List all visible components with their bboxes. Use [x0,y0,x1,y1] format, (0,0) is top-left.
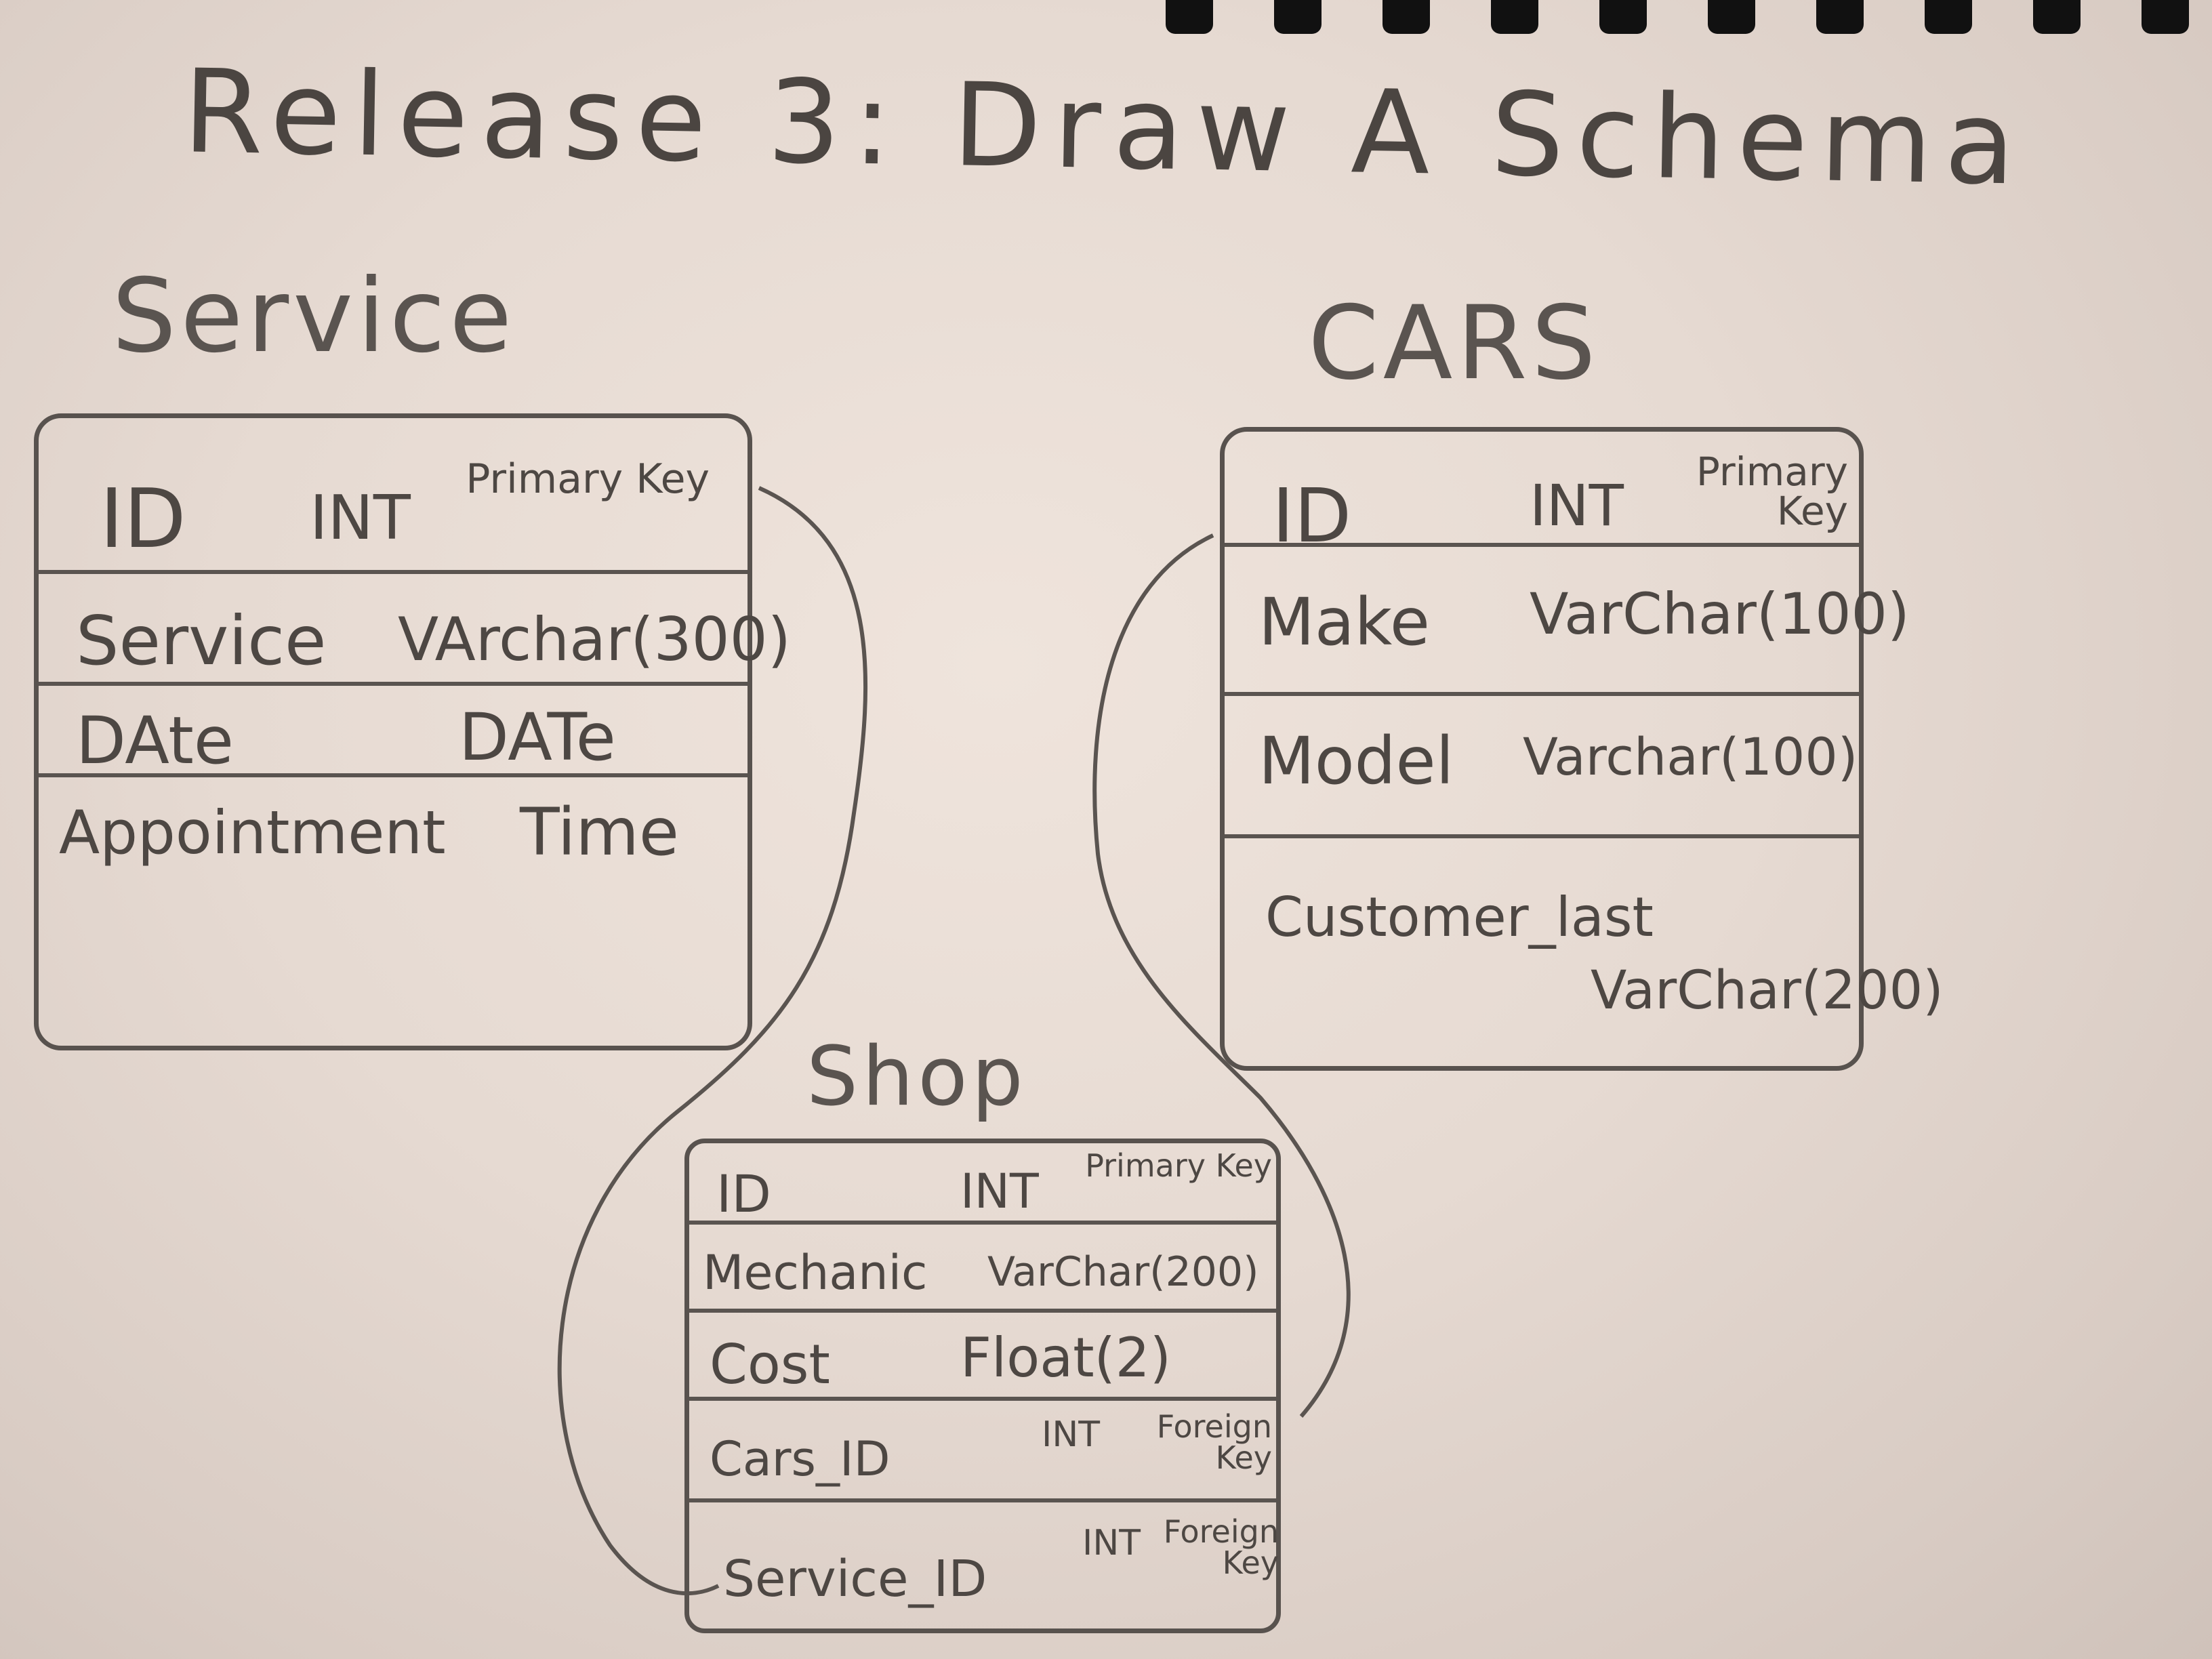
field-name: Cost [710,1333,830,1396]
field-type: INT [1042,1414,1100,1455]
field-type: Time [520,794,679,870]
cars-table-title: CARS [1308,285,1600,403]
field-name: Service [76,601,327,680]
service-row-appointment: Appointment Time [39,777,747,893]
shop-table-title: Shop [806,1030,1027,1124]
field-type: DATe [459,699,616,775]
field-note: Primary Key [1696,449,1848,534]
field-name: Cars_ID [710,1431,890,1487]
field-type: Varchar(100) [1523,726,1858,787]
cars-row-id: ID INT Primary Key [1225,432,1859,559]
field-type: INT [960,1164,1039,1219]
field-type: VarChar(100) [1530,581,1910,647]
shop-row-cost: Cost Float(2) [689,1313,1276,1401]
field-type: INT [1530,472,1624,539]
field-note: Primary Key [466,455,710,503]
field-name: DAte [76,703,234,779]
field-name: ID [100,472,186,567]
service-to-shop-line [557,486,868,1596]
cars-row-customer: Customer_last VarChar(200) [1225,838,1944,1069]
service-row-service: Service VArchar(300) [39,574,791,686]
field-type: INT [1082,1523,1141,1563]
field-name: Service_ID [723,1550,987,1608]
service-row-date: DAte DATe [39,686,747,779]
service-table: ID INT Primary Key Service VArchar(300) … [34,413,791,1050]
field-type: VarChar(200) [987,1248,1259,1296]
field-name: Model [1258,723,1454,799]
shop-row-mechanic: Mechanic VarChar(200) [689,1225,1276,1313]
cars-table: ID INT Primary Key Make VarChar(100) Mod… [1220,427,1944,1071]
service-table-title: Service [112,258,516,375]
cars-to-shop-line [1092,533,1351,1418]
shop-row-service-id: Service_ID INT Foreign Key [689,1502,1279,1631]
field-name: ID [1272,472,1352,559]
spiral-binding [0,0,2212,41]
field-type: VarChar(200) [1591,960,1944,1021]
field-type: Float(2) [960,1326,1171,1389]
shop-table: ID INT Primary Key Mechanic VarChar(200)… [684,1139,1281,1633]
field-name: ID [716,1164,771,1224]
shop-row-id: ID INT Primary Key [689,1143,1276,1225]
field-name: Customer_last [1265,886,1654,949]
field-type: INT [310,483,411,554]
field-note: Primary Key [1085,1147,1272,1184]
field-name: Appointment [59,798,446,867]
service-row-id: ID INT Primary Key [39,418,747,574]
shop-row-cars-id: Cars_ID INT Foreign Key [689,1401,1276,1502]
field-name: Make [1258,584,1430,660]
field-type: VArchar(300) [398,605,791,674]
field-note: Foreign Key [1163,1513,1279,1581]
field-name: Mechanic [703,1245,928,1300]
cars-row-model: Model Varchar(100) [1225,696,1859,838]
cars-row-make: Make VarChar(100) [1225,547,1910,696]
field-note: Foreign Key [1156,1408,1272,1476]
